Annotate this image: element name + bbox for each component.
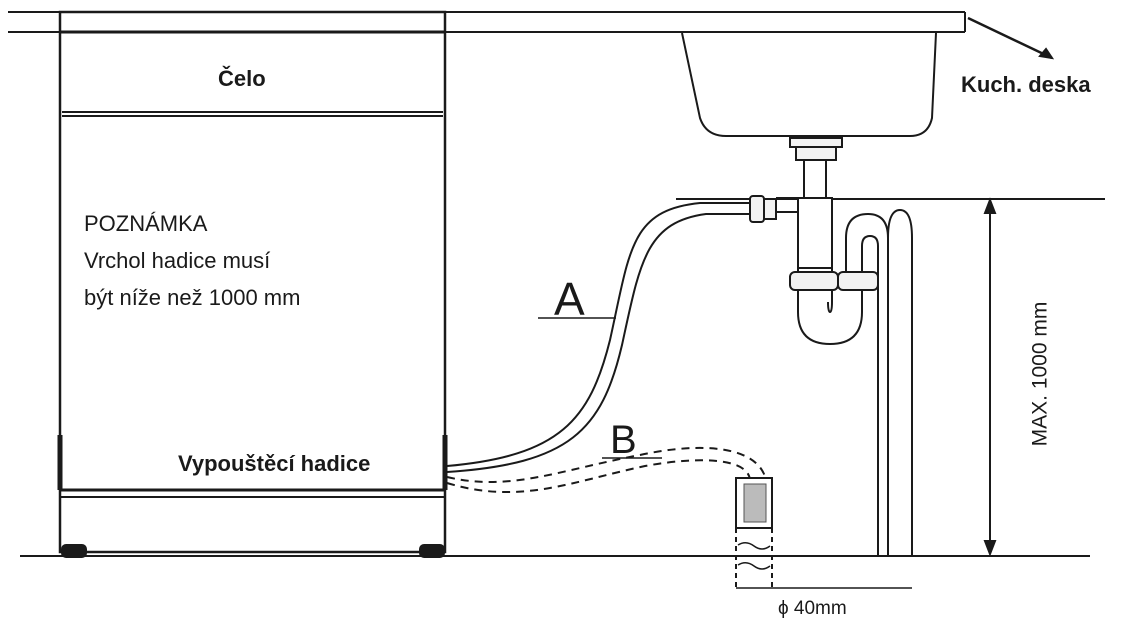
front-panel-label: Čelo bbox=[218, 66, 266, 91]
drain-hose-label: Vypouštěcí hadice bbox=[178, 451, 371, 476]
drain-hose-b bbox=[446, 447, 767, 493]
height-dimension bbox=[983, 197, 997, 557]
standpipe bbox=[735, 477, 912, 589]
drain-hose-a bbox=[446, 195, 777, 473]
note-line-1: Vrchol hadice musí bbox=[84, 248, 271, 273]
route-a-label: A bbox=[554, 273, 585, 325]
note-line-2: být níže než 1000 mm bbox=[84, 285, 301, 310]
countertop bbox=[8, 11, 1055, 60]
max-height-label: MAX. 1000 mm bbox=[1028, 301, 1052, 447]
countertop-label: Kuch. deska bbox=[961, 72, 1091, 97]
route-b-label: B bbox=[610, 418, 637, 462]
diameter-label: ϕ 40mm bbox=[778, 598, 847, 619]
dishwasher bbox=[57, 10, 448, 558]
siphon bbox=[776, 160, 913, 556]
sink bbox=[676, 32, 1105, 200]
note-title: POZNÁMKA bbox=[84, 211, 208, 236]
